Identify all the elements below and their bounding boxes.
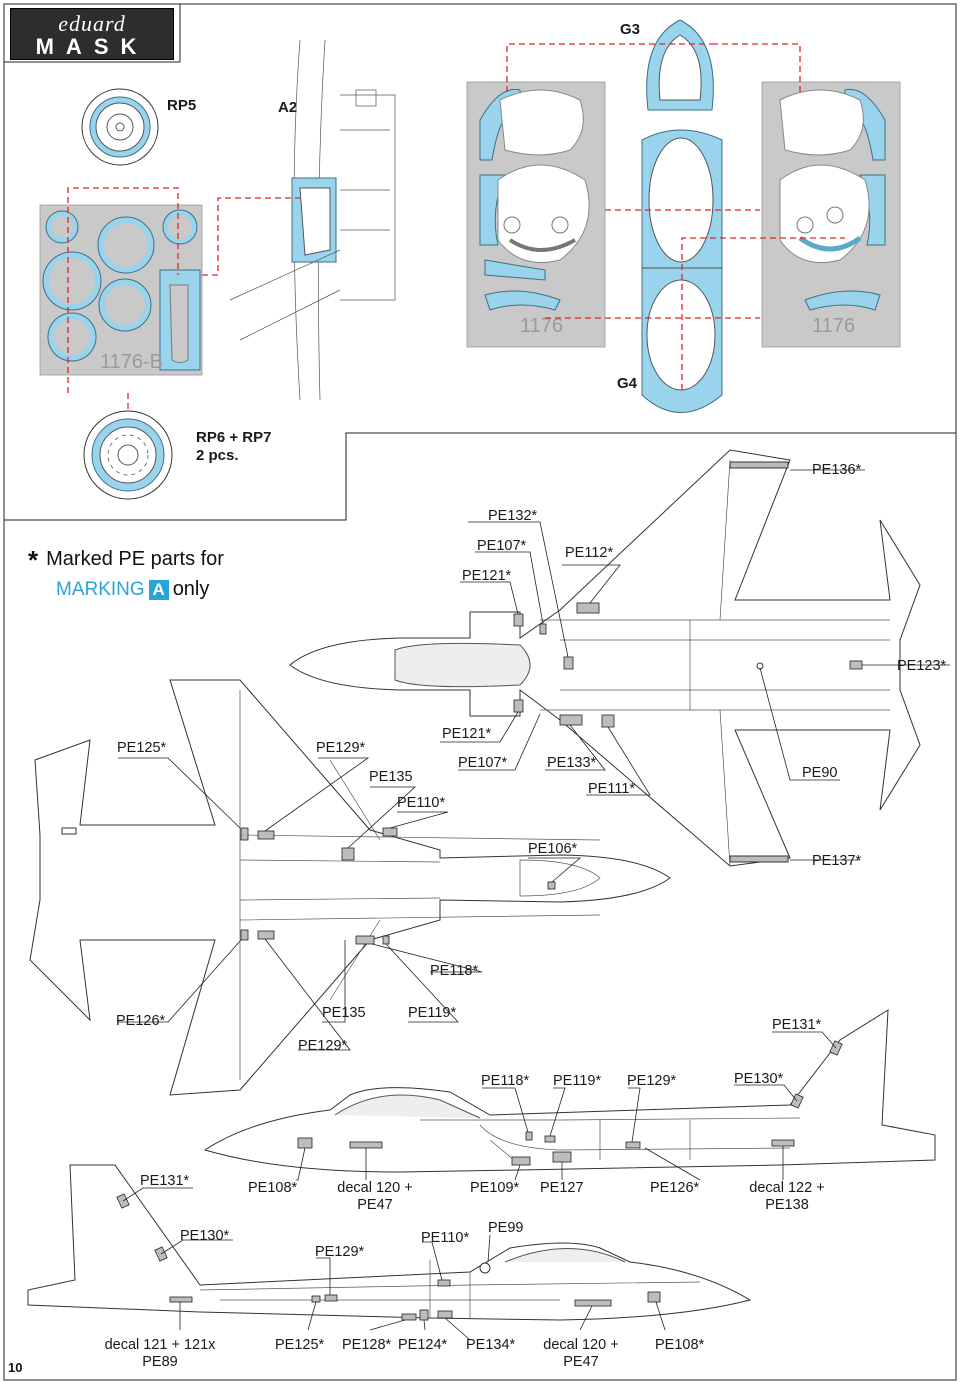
guide-lines (67, 43, 845, 420)
label-decal121: decal 121 + 121x (105, 1337, 217, 1353)
label-g4: G4 (617, 375, 638, 392)
label-pe129-top: PE129* (316, 740, 366, 756)
canopy-mask-g3 (646, 19, 714, 111)
label-pe110-side: PE110* (421, 1230, 469, 1246)
label-pe89: PE89 (142, 1354, 177, 1370)
label-pe118-side: PE118* (481, 1073, 529, 1089)
label-decal120-right: decal 120 + (337, 1180, 412, 1196)
bottom-view-leaders (118, 757, 582, 1051)
label-pe125: PE125* (117, 740, 167, 756)
label-pe112: PE112* (565, 545, 613, 561)
label-pe130-right: PE130* (734, 1071, 784, 1087)
top-view-leaders (440, 469, 950, 861)
page-frame (3, 3, 957, 1381)
label-pe90: PE90 (802, 765, 837, 781)
label-pe47-right: PE47 (357, 1197, 392, 1213)
aircraft-top-view (289, 449, 921, 867)
logo-line-mask: MASK (35, 34, 149, 59)
aircraft-side-view-right (203, 1009, 936, 1173)
label-g3: G3 (620, 21, 640, 38)
label-pe129-side-right: PE129* (627, 1073, 677, 1089)
label-pe125-side: PE125* (275, 1337, 325, 1353)
page-number: 10 (8, 1360, 23, 1375)
note-asterisk: * (28, 545, 39, 575)
section-frame-line (4, 432, 956, 521)
wheel-rp6-rp7 (83, 410, 173, 500)
canopy-mask-g4 (641, 129, 723, 413)
label-pe132: PE132* (488, 508, 538, 524)
note-text-1: Marked PE parts for (46, 548, 224, 570)
note-marking-word: MARKING (56, 579, 145, 600)
side-right-leaders (296, 1031, 837, 1181)
side-left-leaders (122, 1187, 666, 1341)
label-pe108-right: PE108* (248, 1180, 298, 1196)
label-pe137: PE137* (812, 853, 862, 869)
label-pe124: PE124* (398, 1337, 448, 1353)
label-pe131-right: PE131* (772, 1017, 822, 1033)
label-pe107-top: PE107* (477, 538, 527, 554)
label-pe136: PE136* (812, 462, 862, 478)
label-pe127: PE127 (540, 1180, 584, 1196)
label-pe119-bottom: PE119* (408, 1005, 456, 1021)
label-pe107-bot: PE107* (458, 755, 508, 771)
note-text-2: only (172, 578, 210, 600)
label-pe99: PE99 (488, 1220, 523, 1236)
label-decal120-left: decal 120 + (543, 1337, 618, 1353)
label-rp6-rp7: RP6 + RP7 (196, 429, 271, 446)
label-pe47-left: PE47 (563, 1354, 598, 1370)
label-rp5: RP5 (167, 97, 196, 114)
label-a2: A2 (278, 99, 297, 116)
label-pe109: PE109* (470, 1180, 520, 1196)
label-pe134: PE134* (466, 1337, 516, 1353)
sheet-code-right: 1176 (812, 315, 855, 337)
sheet-code-mid: 1176 (520, 315, 563, 337)
label-pe121-top: PE121* (462, 568, 512, 584)
label-pe108-left: PE108* (655, 1337, 705, 1353)
label-pe138: PE138 (765, 1197, 809, 1213)
label-pe135-bot: PE135 (322, 1005, 366, 1021)
label-pe133: PE133* (547, 755, 597, 771)
label-pe123: PE123* (897, 658, 947, 674)
label-pe110: PE110* (397, 795, 445, 811)
aircraft-side-view-left (27, 1164, 752, 1321)
label-decal122: decal 122 + (749, 1180, 824, 1196)
mask-sheet-right (761, 81, 901, 348)
eduard-mask-logo: eduard MASK (10, 8, 174, 60)
note-marking-letter: A (148, 580, 169, 600)
label-rp6-qty: 2 pcs. (196, 447, 239, 464)
mask-sheet-mid-left (466, 81, 606, 348)
label-pe135-top: PE135 (369, 769, 413, 785)
label-pe131-left: PE131* (140, 1173, 190, 1189)
label-pe121-bot: PE121* (442, 726, 492, 742)
sheet-code-left: 1176-B (100, 351, 163, 373)
label-pe111: PE111* (588, 781, 635, 797)
mask-sheet-left (39, 204, 203, 376)
canopy-side-a2 (229, 39, 396, 401)
label-pe129-side-left: PE129* (315, 1244, 365, 1260)
label-pe129-bot: PE129* (298, 1038, 348, 1054)
label-pe118-bottom: PE118* (430, 963, 478, 979)
logo-line-eduard: eduard (58, 11, 126, 36)
label-pe119-side: PE119* (553, 1073, 601, 1089)
label-pe126-side: PE126* (650, 1180, 700, 1196)
wheel-rp5 (81, 88, 159, 166)
label-pe126-bottom: PE126* (116, 1013, 166, 1029)
label-pe106: PE106* (528, 841, 578, 857)
label-pe128: PE128* (342, 1337, 392, 1353)
label-pe130-left: PE130* (180, 1228, 230, 1244)
